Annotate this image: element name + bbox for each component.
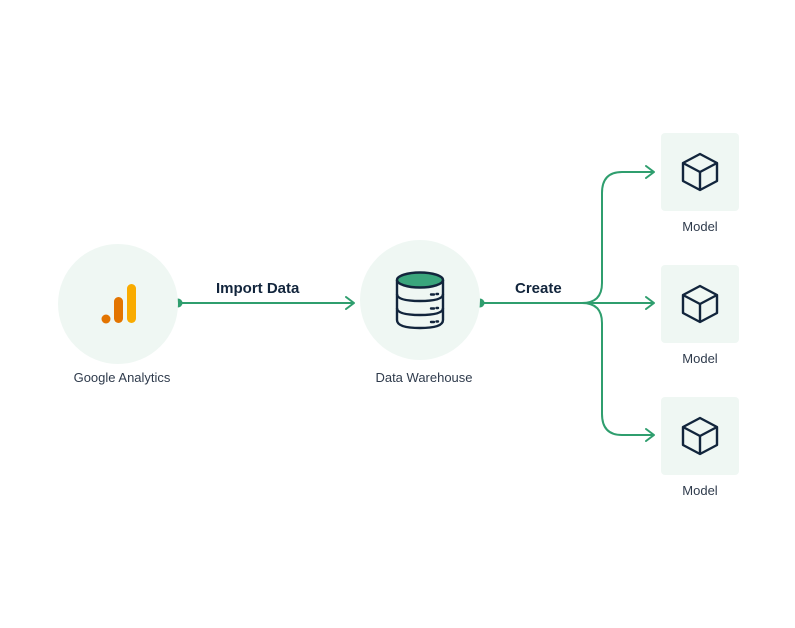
create-line-bottom — [581, 302, 653, 436]
cube-icon — [681, 416, 719, 456]
import-data-label: Import Data — [216, 280, 300, 297]
cube-icon — [681, 152, 719, 192]
data-warehouse-label: Data Warehouse — [375, 370, 473, 385]
arrowhead-middle — [645, 296, 655, 310]
google-analytics-label: Google Analytics — [73, 370, 171, 385]
model-label-3: Model — [682, 483, 718, 498]
arrowhead-top — [645, 165, 655, 179]
create-label: Create — [515, 280, 562, 297]
create-line-top — [581, 171, 653, 304]
import-connector — [173, 296, 355, 310]
model-label-2: Model — [682, 351, 718, 366]
database-icon — [395, 271, 445, 330]
model-label-1: Model — [682, 219, 718, 234]
arrowhead-bottom — [645, 428, 655, 442]
google-analytics-icon — [101, 284, 136, 324]
create-connector — [475, 165, 655, 442]
import-arrowhead — [345, 296, 355, 310]
cube-icon — [681, 284, 719, 324]
